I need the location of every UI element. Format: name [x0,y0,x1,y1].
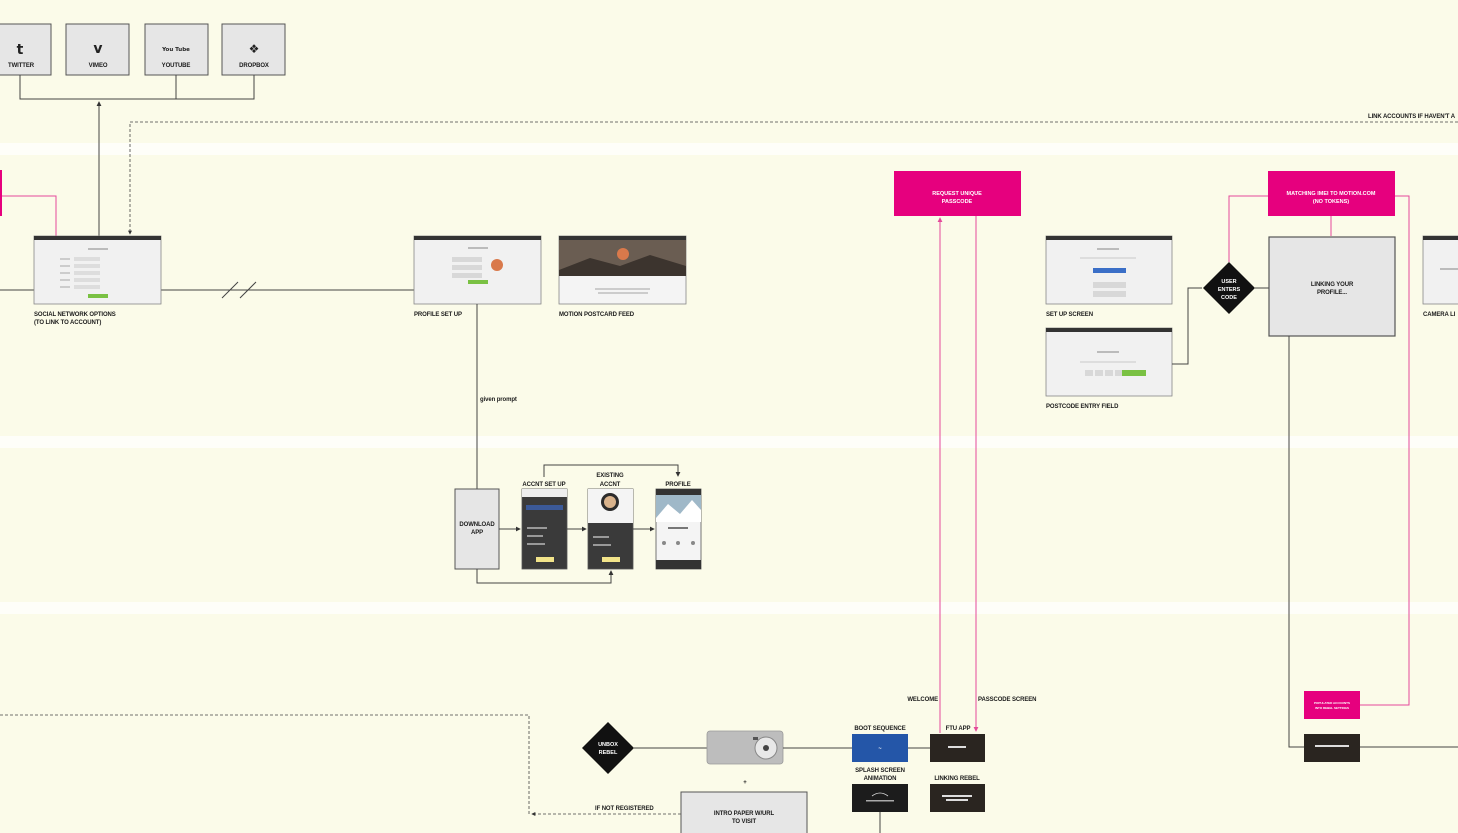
plus-sign: + [743,780,747,786]
screen-postcode-entry[interactable] [1045,327,1173,397]
box-request-unique-passcode[interactable]: REQUEST UNIQUE PASSCODE [894,171,1021,216]
boot-logo: ~ [878,746,881,752]
svg-text:USER: USER [1221,279,1236,285]
lane-divider [0,143,1458,155]
vimeo-icon: v [93,41,102,57]
linking-rebel-label: LINKING REBEL [934,776,980,782]
phone-label: EXISTING [596,473,624,479]
link-accounts-note: LINK ACCOUNTS IF HAVEN'T A [1368,114,1456,120]
screen-camera-link[interactable] [1422,235,1458,305]
svg-text:TO VISIT: TO VISIT [732,819,757,825]
svg-text:MATCHING IMEI TO MOTION.COM: MATCHING IMEI TO MOTION.COM [1286,191,1375,197]
connector [543,464,681,477]
twitter-icon: t [17,42,24,58]
box-populated-accounts[interactable]: POPULATED ACCOUNTS INTO REBEL SETTINGS [1304,691,1360,719]
tile-label: YOUTUBE [162,63,191,69]
device-screen-boot[interactable]: ~ [852,734,908,762]
splash-label: ANIMATION [864,776,897,782]
screen-profile-setup[interactable] [413,235,542,305]
box-matching-imei[interactable]: MATCHING IMEI TO MOTION.COM (NO TOKENS) [1268,171,1395,216]
tile-label: TWITTER [8,63,35,69]
connector [1288,336,1304,748]
given-prompt-note: given prompt [480,397,517,403]
social-tile-youtube[interactable]: You Tube YOUTUBE [144,23,209,76]
phone-profile[interactable] [655,488,702,570]
avatar [491,259,503,271]
break-mark [221,281,239,299]
tile-label: VIMEO [89,63,108,69]
device-screen-splash[interactable] [852,784,908,812]
screen-label: SET UP SCREEN [1046,312,1093,318]
phone-account-setup[interactable] [521,488,568,570]
if-not-registered-note: IF NOT REGISTERED [595,806,654,812]
screen-label: CAMERA LI [1423,312,1456,318]
svg-text:REQUEST UNIQUE: REQUEST UNIQUE [932,191,982,197]
svg-text:CODE: CODE [1221,295,1237,301]
phone-existing-account[interactable] [587,488,634,570]
connector [476,569,614,584]
welcome-note: WELCOME [907,697,938,703]
dropbox-icon: ❖ [249,42,260,56]
decision-user-enters-code[interactable]: USER ENTERS CODE [1203,262,1255,314]
camera-device-image [706,730,784,765]
device-screen-linking-rebel[interactable] [930,784,985,812]
magenta-box-offscreen [0,170,2,216]
lane-divider [0,602,1458,614]
svg-text:PASSCODE: PASSCODE [942,199,973,205]
svg-text:POPULATED ACCOUNTS: POPULATED ACCOUNTS [1314,701,1350,705]
phone-label: ACCNT [600,482,621,488]
social-tile-vimeo[interactable]: v VIMEO [65,23,130,76]
break-mark [239,281,257,299]
decision-unbox-rebel[interactable]: UNBOX REBEL [582,722,634,774]
link-accounts-dashed-line [128,121,1458,235]
screen-label: SOCIAL NETWORK OPTIONS [34,312,116,318]
pink-connector [1360,195,1410,706]
passcode-screen-note: PASSCODE SCREEN [978,697,1036,703]
pink-connector [1228,195,1268,262]
youtube-icon: You Tube [161,47,190,53]
svg-text:ENTERS: ENTERS [1218,287,1241,293]
svg-text:INTO REBEL SETTINGS: INTO REBEL SETTINGS [1315,706,1349,710]
svg-text:INTRO PAPER W/URL: INTRO PAPER W/URL [714,811,775,817]
svg-text:APP: APP [471,530,483,536]
screen-label: MOTION POSTCARD FEED [559,312,635,318]
social-tile-twitter[interactable]: t TWITTER [0,23,52,76]
tiles-connector [19,75,255,100]
svg-text:LINKING YOUR: LINKING YOUR [1311,282,1354,288]
social-tile-dropbox[interactable]: ❖ DROPBOX [221,23,286,76]
boot-sequence-label: BOOT SEQUENCE [854,726,905,732]
device-screen-ftu[interactable] [930,734,985,762]
svg-text:DOWNLOAD: DOWNLOAD [459,522,495,528]
phone-label: ACCNT SET UP [522,482,565,488]
screen-label: PROFILE SET UP [414,312,462,318]
screen-setup[interactable] [1045,235,1173,305]
phone-label: PROFILE [665,482,690,488]
connector [1172,287,1202,365]
screen-label: (TO LINK TO ACCOUNT) [34,320,101,326]
splash-label: SPLASH SCREEN [855,768,905,774]
svg-text:PROFILE...: PROFILE... [1317,290,1347,296]
screen-label: POSTCODE ENTRY FIELD [1046,404,1119,410]
svg-text:UNBOX: UNBOX [598,742,618,748]
dashed-connector [0,714,530,814]
box-linking-profile[interactable]: LINKING YOUR PROFILE... [1268,236,1396,337]
ftu-app-label: FTU APP [946,726,971,732]
screen-motion-postcard-feed[interactable] [558,235,687,305]
box-intro-paper[interactable]: INTRO PAPER W/URL TO VISIT [680,791,808,833]
tile-label: DROPBOX [239,63,269,69]
svg-text:(NO TOKENS): (NO TOKENS) [1313,199,1349,205]
pink-connector [2,195,57,236]
lane-divider [0,436,1458,448]
svg-text:REBEL: REBEL [599,750,618,756]
box-download-app[interactable]: DOWNLOAD APP [454,488,500,570]
device-screen-linking[interactable] [1304,734,1360,762]
screen-social-network-options[interactable] [33,235,162,305]
